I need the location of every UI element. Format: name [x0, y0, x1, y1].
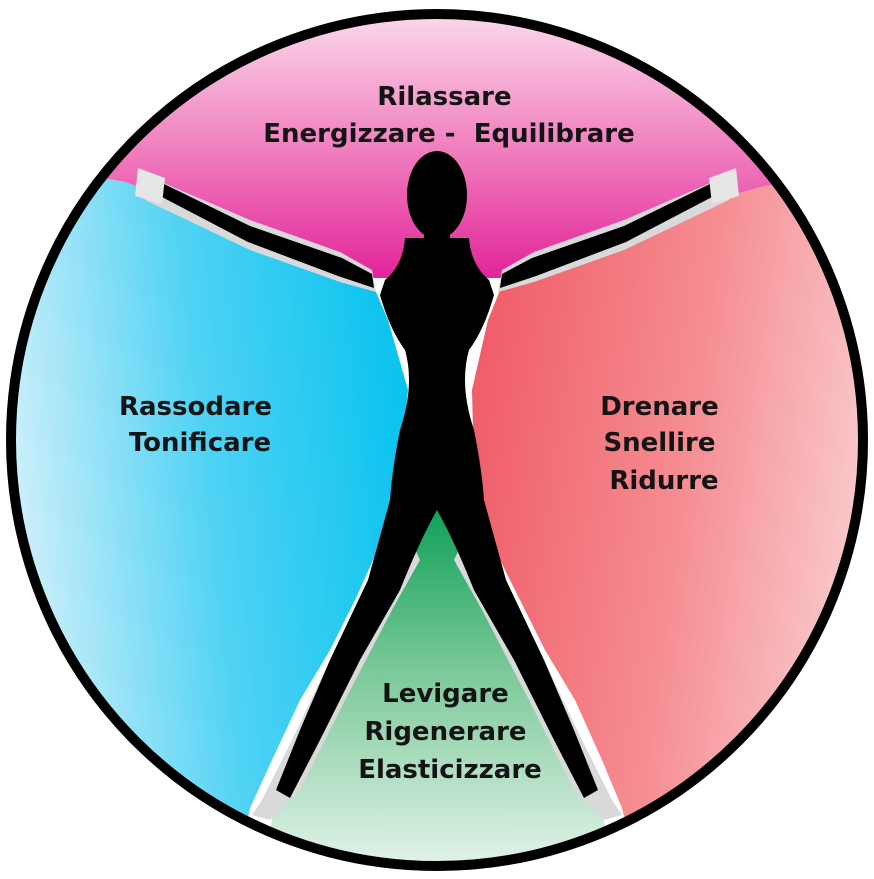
left-hand: [135, 168, 165, 204]
top-label: Rilassare Energizzare - Equilibrare: [263, 82, 635, 149]
human-figure: [135, 151, 739, 820]
right-hand: [709, 168, 739, 204]
left-label: Rassodare Tonificare: [119, 392, 281, 458]
bottom-segment: [260, 505, 615, 864]
head: [407, 151, 467, 239]
right-label: Drenare Snellire Ridurre: [600, 392, 728, 496]
bottom-label: Levigare Rigenerare Elasticizzare: [358, 679, 542, 785]
outer-ring: [6, 9, 868, 871]
